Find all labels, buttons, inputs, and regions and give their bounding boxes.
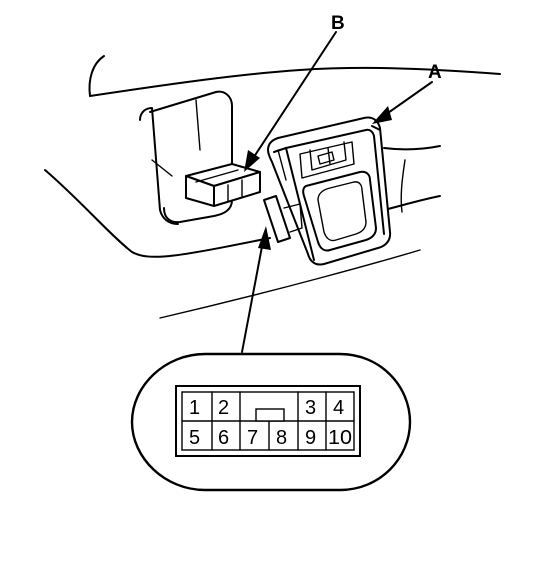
connector-face-view: 1 2 3 4 5 6 7 8 9 10 [130, 352, 412, 492]
pin-6: 6 [218, 427, 229, 449]
pin-2: 2 [218, 397, 229, 419]
pin-9: 9 [305, 427, 316, 449]
leader-a [372, 81, 433, 124]
pin-4: 4 [333, 397, 344, 419]
label-a: A [428, 62, 442, 83]
locking-tab [255, 408, 285, 422]
pin-1: 1 [189, 397, 200, 419]
leader-connector-face [241, 226, 271, 353]
pin-10: 10 [328, 427, 352, 449]
dashboard-panel [44, 55, 501, 319]
pin-8: 8 [276, 427, 287, 449]
pin-7: 7 [247, 427, 258, 449]
leader-b [244, 31, 337, 172]
switch-a [263, 116, 392, 266]
connector-b [185, 163, 261, 207]
dashboard-opening [139, 90, 233, 225]
pin-5: 5 [189, 427, 200, 449]
pin-3: 3 [305, 397, 316, 419]
label-b: B [331, 13, 345, 34]
